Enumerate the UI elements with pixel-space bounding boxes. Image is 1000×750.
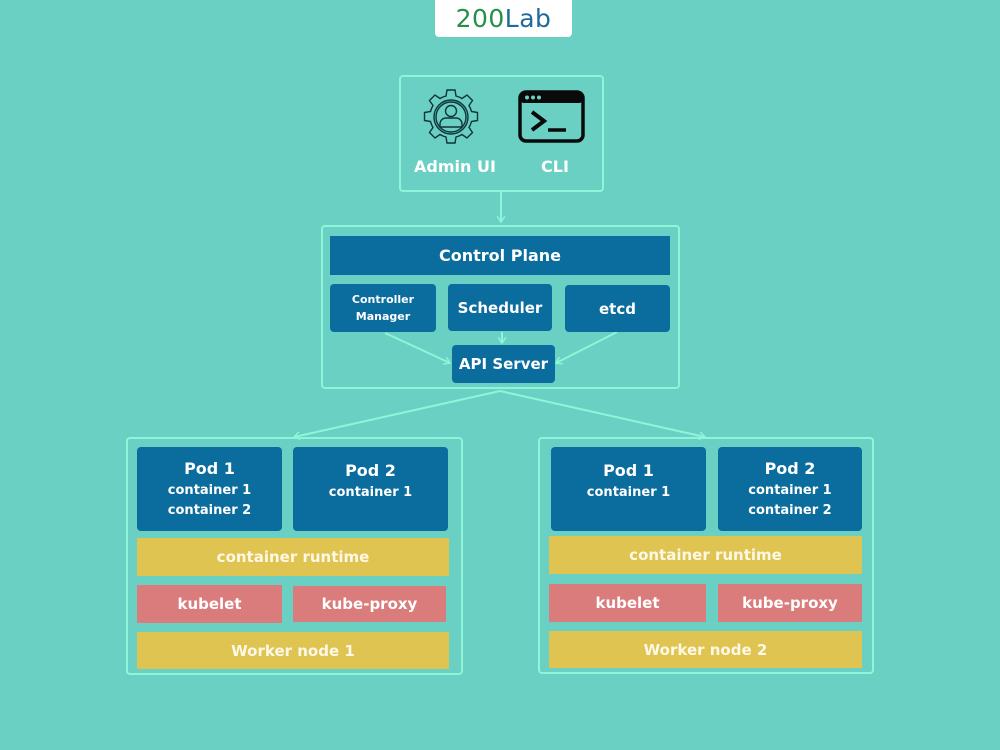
terminal-icon — [518, 90, 585, 143]
pod-title: Pod 1 — [184, 459, 235, 478]
pod-container: container 2 — [167, 503, 252, 518]
control-plane-box: Control Plane Controller Manager Schedul… — [321, 225, 680, 389]
pod-container: container 1 — [167, 483, 252, 498]
worker-1-kube-proxy: kube-proxy — [293, 586, 446, 622]
pod-container: container 1 — [328, 485, 413, 500]
arrow-api-to-worker-2 — [499, 390, 705, 437]
worker-2-pod-1: Pod 1 container 1 — [551, 447, 706, 531]
scheduler-node: Scheduler — [448, 284, 552, 331]
arrow-etcd-to-api — [556, 331, 618, 363]
worker-2-kube-proxy: kube-proxy — [718, 584, 862, 622]
logo-part-1: 200 — [455, 4, 505, 33]
api-server-node: API Server — [452, 345, 555, 383]
pod-container: container 1 — [586, 485, 671, 500]
worker-2-name: Worker node 2 — [549, 631, 862, 668]
worker-1-name: Worker node 1 — [137, 632, 449, 669]
worker-2-kubelet: kubelet — [549, 584, 706, 622]
arrow-controller-to-api — [384, 332, 450, 363]
worker-1-kubelet: kubelet — [137, 585, 282, 623]
worker-2-pod-2: Pod 2 container 1 container 2 — [718, 447, 862, 531]
worker-1-pod-2: Pod 2 container 1 — [293, 447, 448, 531]
gear-user-icon — [421, 87, 481, 147]
etcd-node: etcd — [565, 285, 670, 332]
worker-2-container-runtime: container runtime — [549, 536, 862, 574]
pod-container: container 2 — [748, 503, 832, 518]
pod-title: Pod 2 — [345, 461, 396, 480]
worker-1-container-runtime: container runtime — [137, 538, 449, 576]
controller-manager-line-2: Manager — [355, 310, 411, 323]
admin-ui-label: Admin UI — [414, 157, 496, 176]
clients-box: Admin UI CLI — [399, 75, 604, 192]
pod-title: Pod 1 — [603, 461, 654, 480]
controller-manager-line-1: Controller — [351, 293, 415, 306]
worker-node-2-box: Pod 1 container 1 Pod 2 container 1 cont… — [538, 437, 874, 674]
arrow-api-to-worker-1 — [294, 390, 501, 437]
control-plane-title: Control Plane — [330, 236, 670, 275]
logo-part-2: Lab — [504, 4, 552, 33]
controller-manager-node: Controller Manager — [330, 284, 436, 332]
pod-title: Pod 2 — [764, 459, 816, 478]
worker-node-1-box: Pod 1 container 1 container 2 Pod 2 cont… — [126, 437, 463, 675]
worker-1-pod-1: Pod 1 container 1 container 2 — [137, 447, 282, 531]
cli-label: CLI — [541, 157, 569, 176]
pod-container: container 1 — [748, 483, 832, 498]
